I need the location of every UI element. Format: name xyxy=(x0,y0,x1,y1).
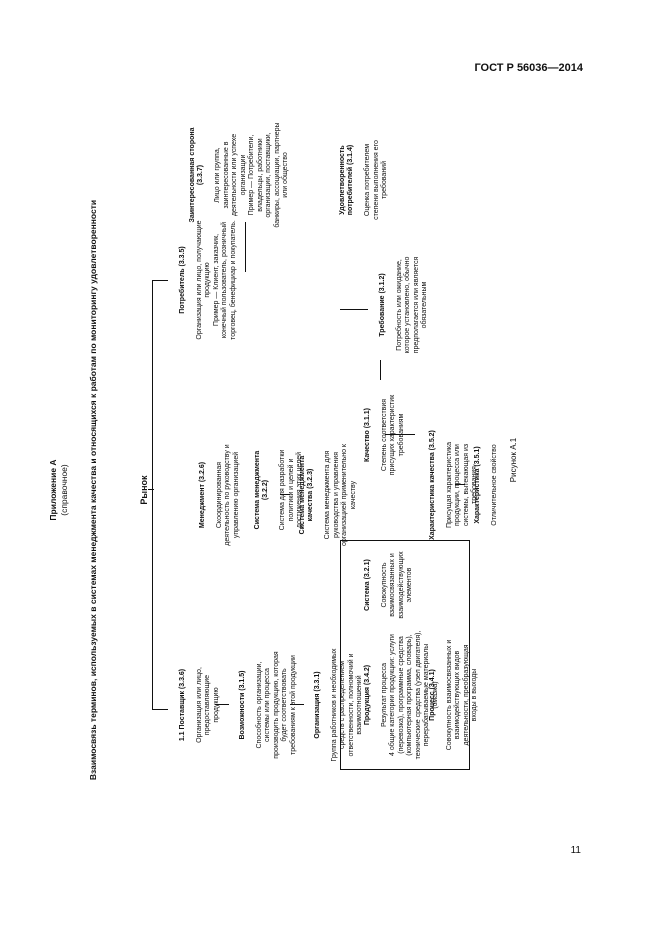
connector xyxy=(290,703,304,705)
characteristic-box: Характеристика (3.5.1) Отличительное сво… xyxy=(473,444,498,526)
process-box: Процесс (3.4.1) Совокупность взаимосвяза… xyxy=(428,639,479,751)
connector xyxy=(245,222,247,272)
connector xyxy=(380,360,382,380)
market-label: Рынок xyxy=(139,475,149,505)
management-box: Менеджмент (3.2.6) Скоординированная дея… xyxy=(198,444,240,546)
appendix-title: Приложение А (справочное) xyxy=(48,459,69,521)
page-number: 11 xyxy=(570,845,581,856)
figure-caption: Рисунок А.1 xyxy=(509,437,518,483)
connector xyxy=(340,308,368,310)
requirement-box: Требование (3.1.2) Потребность или ожида… xyxy=(378,256,429,354)
connector xyxy=(280,493,290,495)
supplier-box: 1.1 Поставщик (3.3.6) Организация или ли… xyxy=(178,667,220,743)
connector xyxy=(152,280,154,710)
stakeholder-box: Заинтересованная сторона (3.3.7) Лицо ил… xyxy=(188,122,290,228)
satisfaction-box: Удовлетворенность потребителей (3.1.4) О… xyxy=(338,140,389,220)
system-box: Система (3.2.1) Совокупность взаимосвяза… xyxy=(363,551,414,619)
connector xyxy=(385,433,415,435)
quality-box: Качество (3.1.1) Степень соответствия пр… xyxy=(363,394,405,476)
customer-box: Потребитель (3.3.5) Организация или лицо… xyxy=(178,220,237,340)
connector xyxy=(152,708,168,710)
capability-box: Возможности (3.1.5) Способность организа… xyxy=(238,651,297,759)
connector xyxy=(152,279,168,281)
connector xyxy=(148,488,154,490)
connector xyxy=(455,483,465,485)
connector xyxy=(215,703,229,705)
diagram-rotated: Приложение А (справочное) Взаимосвязь те… xyxy=(40,110,580,870)
standard-number: ГОСТ Р 56036—2014 xyxy=(474,62,583,74)
diagram-heading: Взаимосвязь терминов, используемых в сис… xyxy=(88,199,98,781)
